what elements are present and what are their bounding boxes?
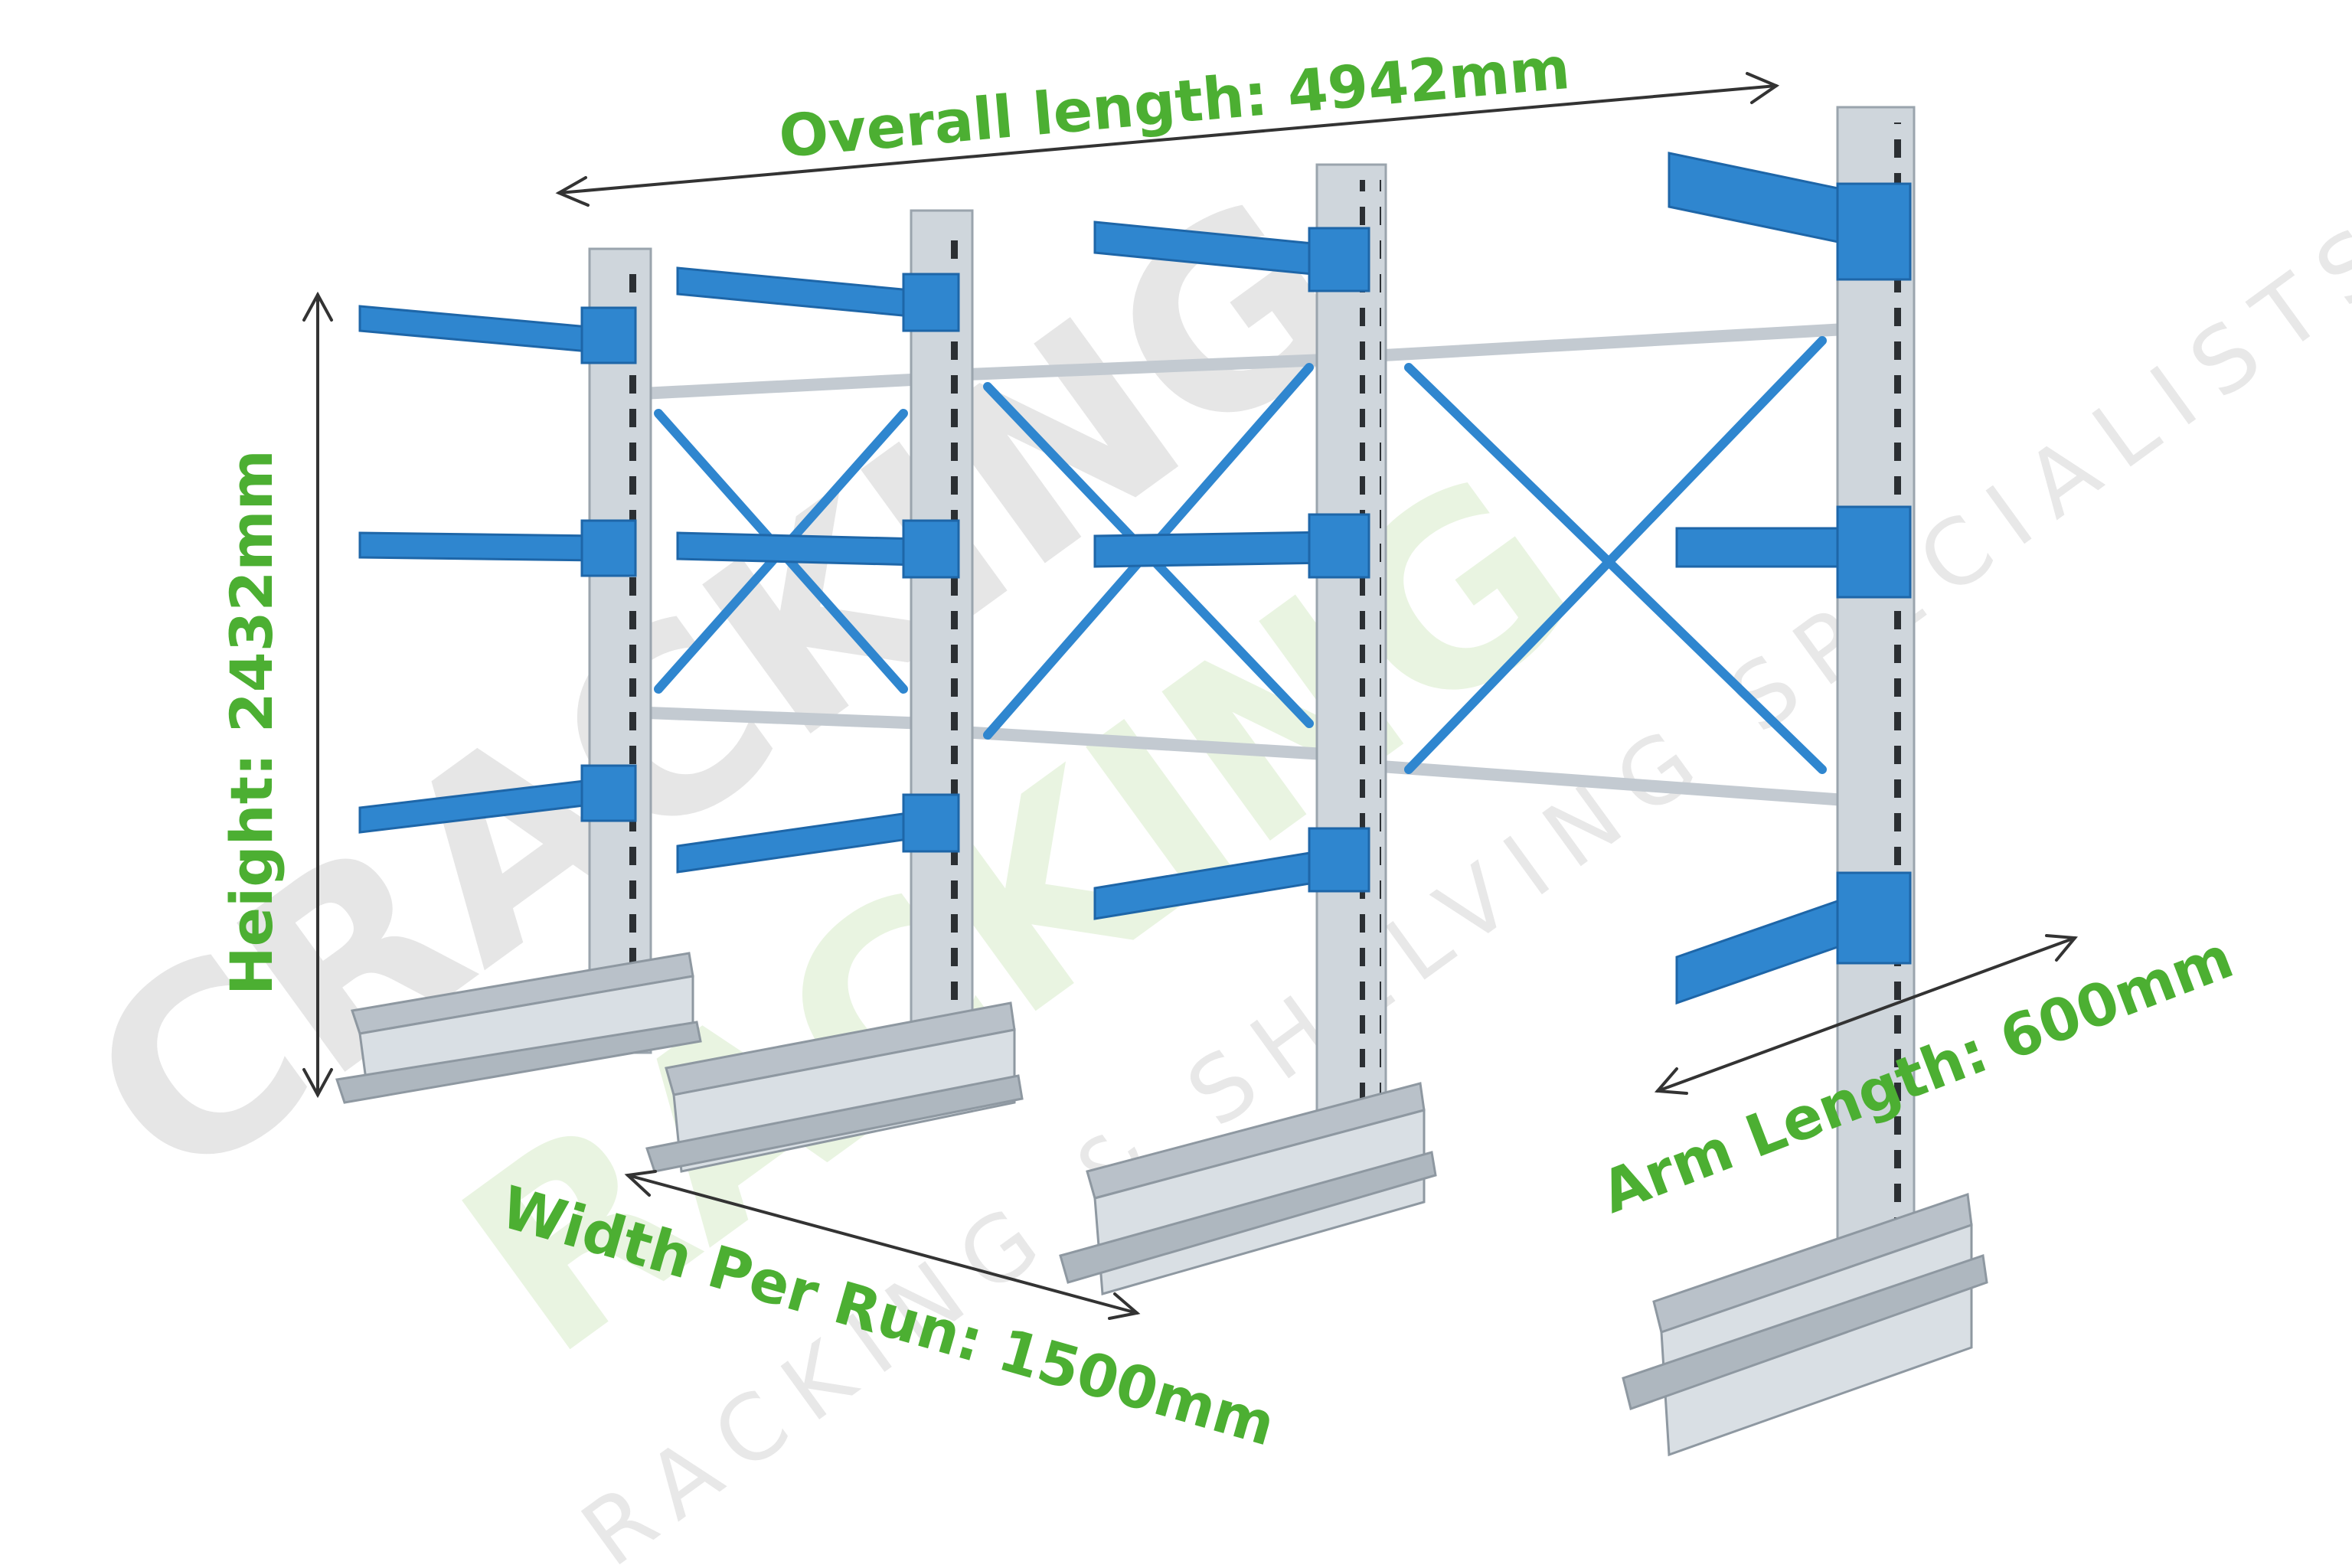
overall-length-arrow [555, 72, 1780, 207]
arm-middle [1093, 531, 1330, 568]
arm-middle-bracket [1308, 513, 1370, 579]
overall-length-label: Overall length: 4942mm [776, 34, 1573, 171]
horizontal-bracing [622, 323, 1851, 806]
brace-rail-lower-2 [943, 725, 1331, 760]
column-slots [949, 226, 969, 1076]
arm-top-bracket [902, 273, 960, 332]
column-base-foot [1622, 1253, 1988, 1410]
height-label: Height: 2432mm [217, 449, 286, 995]
rack-column-3 [1059, 163, 1437, 1295]
brace-rail-lower-1 [622, 706, 933, 730]
arm-middle-bracket [902, 519, 960, 579]
arm-top-bracket [1308, 227, 1370, 292]
arm-bottom [1675, 893, 1854, 1005]
column-base-foot [1059, 1151, 1437, 1284]
column-slots [628, 264, 648, 1037]
rack-column-1 [335, 247, 702, 1104]
column-slots [1360, 180, 1381, 1168]
cross-brace-3a [1404, 363, 1827, 774]
rack-column-2 [645, 209, 1024, 1173]
arm-middle [358, 531, 599, 562]
brace-rail-upper-3 [1364, 323, 1851, 362]
width-per-run-arrow [624, 1170, 1141, 1320]
brace-rail-lower-3 [1364, 760, 1851, 806]
arm-length-arrow [1654, 934, 2078, 1095]
arm-top [1668, 152, 1854, 247]
arm-bottom-bracket [902, 793, 960, 853]
arm-middle-bracket [580, 519, 637, 577]
dimension-arrows [302, 72, 2078, 1320]
column-slots [1886, 122, 1909, 1286]
arm-middle-bracket [1836, 505, 1912, 599]
cross-brace-3b [1404, 336, 1827, 774]
arm-bottom-bracket [1836, 871, 1912, 965]
rack-column-4 [1622, 106, 1988, 1457]
watermark: CRACKING RACKING RACKING & SHELVING SPEC… [38, 141, 2352, 1568]
height-arrow [302, 291, 333, 1099]
arm-top [358, 305, 599, 354]
column-base-foot [335, 1021, 702, 1104]
arm-bottom-bracket [1308, 827, 1370, 893]
brace-rail-upper-1 [622, 373, 933, 400]
arm-middle [1675, 527, 1854, 568]
arm-bottom-bracket [580, 764, 637, 822]
brace-rail-upper-2 [943, 354, 1331, 381]
arm-middle [676, 531, 920, 567]
column-base-foot [645, 1074, 1024, 1173]
arm-top-bracket [1836, 182, 1912, 281]
arm-top-bracket [580, 306, 637, 364]
arm-top [676, 266, 920, 318]
